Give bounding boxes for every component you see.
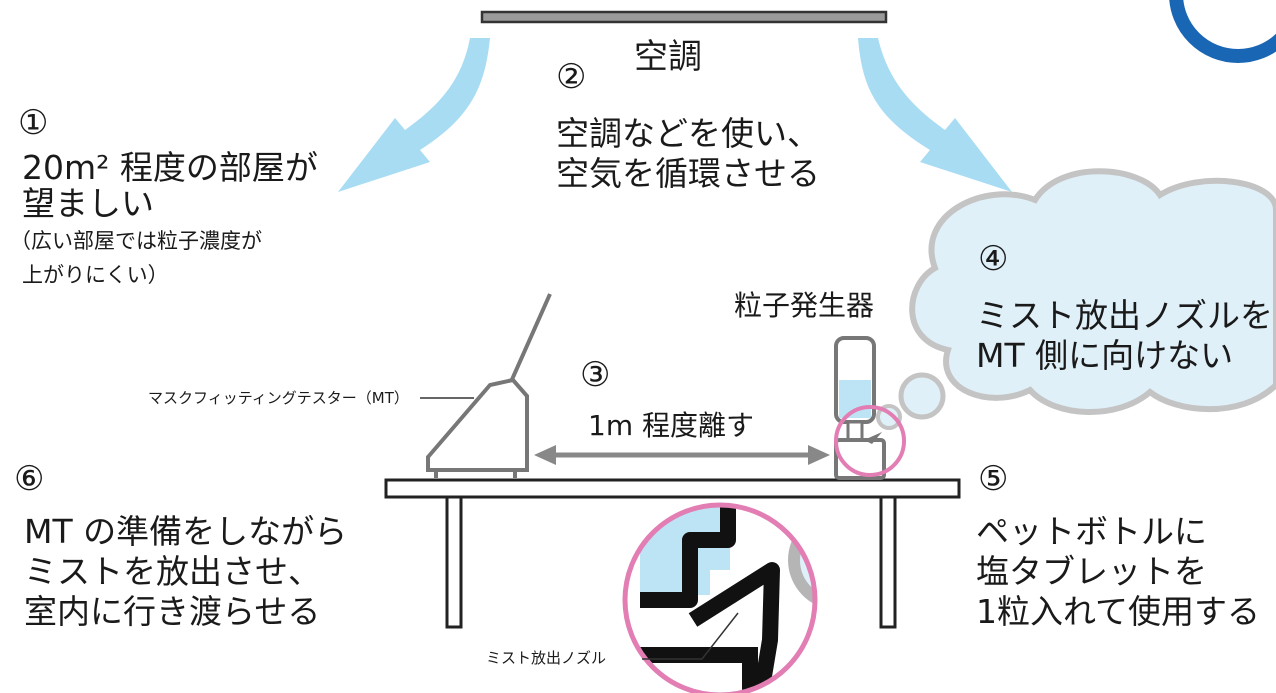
step-5-number: ⑤ [978, 459, 1009, 499]
generator-label: 粒子発生器 [734, 289, 875, 322]
step-3-line-1: 1m 程度離す [588, 409, 754, 442]
step-4-line-2: MT 側に向けない [976, 336, 1234, 375]
airflow-arrow-right [858, 38, 1012, 192]
step-2-line-2: 空気を循環させる [556, 154, 820, 193]
distance-arrow [534, 445, 830, 465]
step-6-line-2: ミストを放出させ、 [24, 552, 321, 591]
nozzle-label-leader [642, 612, 739, 660]
step-1-note-1: （広い部屋では粒子濃度が [10, 229, 262, 253]
step-4-line-1: ミスト放出ノズルを [976, 296, 1273, 335]
step-1-number: ① [18, 103, 49, 143]
step-5-line-1: ペットボトルに [976, 512, 1207, 551]
step-5-line-3: 1粒入れて使用する [976, 592, 1261, 631]
step-1-line-2: 望ましい [22, 184, 154, 223]
step-2-number: ② [556, 57, 587, 97]
table [384, 478, 961, 629]
step-1-note-2: 上がりにくい） [22, 263, 169, 287]
step-6-line-1: MT の準備をしながら [24, 512, 348, 551]
step-6-number: ⑥ [14, 459, 45, 499]
nozzle-label: ミスト放出ノズル [486, 649, 607, 667]
airflow-arrow-left [338, 38, 490, 192]
step-4-number: ④ [978, 239, 1009, 279]
step-3-number: ③ [580, 355, 611, 395]
air-conditioner-unit [480, 10, 888, 24]
logo [1169, 0, 1276, 63]
step-6-line-3: 室内に行き渡らせる [24, 592, 321, 631]
particle-generator [834, 336, 906, 480]
thought-cloud [876, 168, 1276, 430]
step-1-line-1: 20m² 程度の部屋が [22, 148, 318, 187]
air-conditioner-label: 空調 [634, 37, 702, 77]
zoom-inset [622, 502, 818, 693]
step-2-line-1: 空調などを使い、 [556, 114, 820, 153]
mask-fitting-tester [426, 293, 552, 478]
step-5-line-2: 塩タブレットを [976, 552, 1207, 591]
tester-label: マスクフィッティングテスター（MT） [148, 389, 409, 407]
